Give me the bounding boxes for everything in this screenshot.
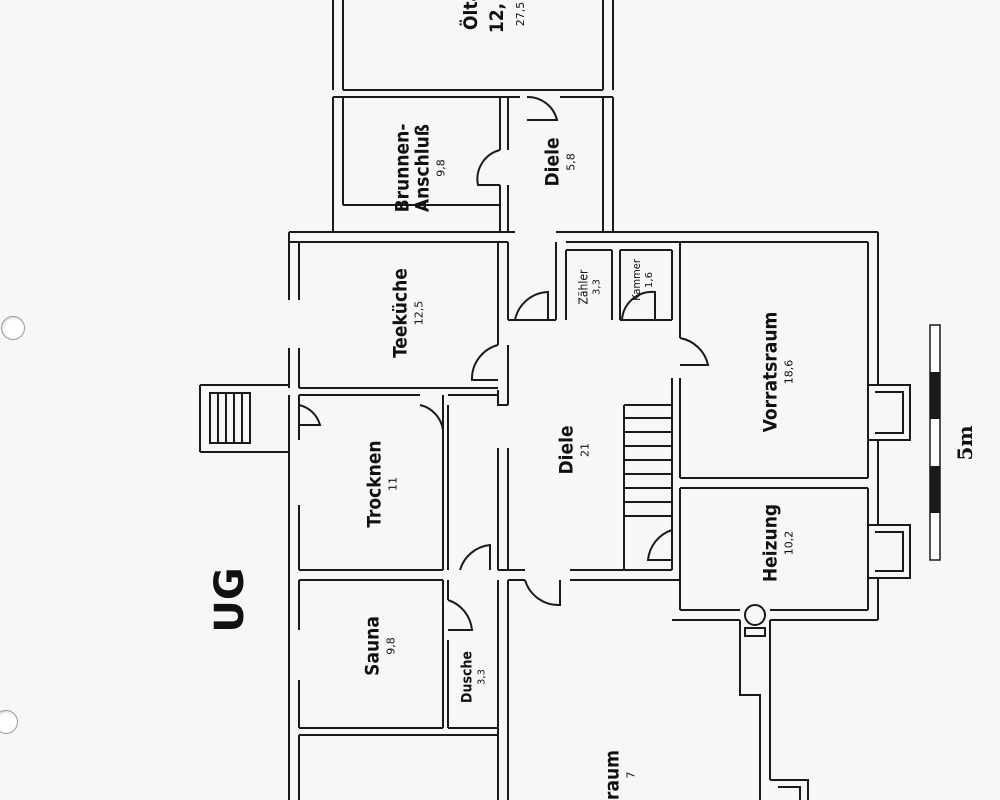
window <box>770 779 809 800</box>
room-name: Zähler <box>576 269 591 305</box>
room-area: 12, <box>486 2 509 34</box>
room-name: Teeküche <box>389 268 412 358</box>
room-name: Diele <box>541 137 564 187</box>
window <box>875 531 904 572</box>
chimney <box>744 604 766 626</box>
door-swing <box>298 404 322 426</box>
room-oeltank-extra: 27,5 <box>513 2 527 27</box>
binder-hole-bottom <box>0 710 18 734</box>
door-swing <box>476 149 501 186</box>
room-area: 1,6 <box>643 272 655 288</box>
wall <box>739 620 761 800</box>
door-swing <box>679 337 710 366</box>
chimney-base <box>744 627 766 637</box>
door-swing <box>514 290 549 321</box>
window <box>778 786 801 800</box>
scale-bar <box>929 324 941 561</box>
room-name: Brunnen- Anschluß <box>391 123 434 213</box>
room-diele-top: Diele 5,8 <box>541 137 578 187</box>
level-label: UG <box>207 567 253 633</box>
room-dusche: Dusche 3,3 <box>459 651 488 703</box>
room-name: Dusche <box>459 651 476 703</box>
room-name: Diele <box>555 425 578 475</box>
door-swing <box>419 404 444 431</box>
scale-label: 5m <box>953 425 977 461</box>
room-kammer: Kammer 1,6 <box>629 259 655 301</box>
door-swing <box>526 95 559 121</box>
door-swing <box>459 543 491 571</box>
room-area: 11 <box>386 477 400 492</box>
room-area: 5,8 <box>564 153 578 171</box>
room-area: 7 <box>624 771 638 779</box>
room-vorratsraum: Vorratsraum 18,6 <box>759 311 796 433</box>
wall <box>497 390 508 406</box>
door-swing <box>524 579 561 607</box>
room-brunnen: Brunnen- Anschluß 9,8 <box>391 123 448 213</box>
room-area: 3,3 <box>476 669 488 685</box>
room-name: Kammer <box>629 259 643 301</box>
room-name: Ölta <box>460 0 483 31</box>
entrance-steps <box>217 393 243 443</box>
door-swing <box>646 529 673 561</box>
room-area: 12,5 <box>412 300 426 326</box>
room-area-extra: 27,5 <box>514 1 528 27</box>
room-sauna: Sauna 9,8 <box>361 616 398 676</box>
room-teekueche: Teeküche 12,5 <box>389 268 426 358</box>
room-zaehler: Zähler 3,3 <box>576 269 603 305</box>
window <box>868 384 911 441</box>
room-area: 21 <box>578 443 592 458</box>
binder-hole-top <box>1 316 25 340</box>
room-raum-bottom: raum 7 <box>601 750 638 800</box>
room-area: 9,8 <box>434 159 448 177</box>
room-area: 9,8 <box>384 637 398 655</box>
room-name: Trocknen <box>363 440 386 528</box>
room-oeltank: Ölta <box>460 0 483 31</box>
window <box>868 524 911 579</box>
door-swing <box>470 344 499 381</box>
room-oeltank-area: 12, <box>486 2 509 34</box>
room-diele-main: Diele 21 <box>555 425 592 475</box>
door-swing <box>447 599 474 631</box>
room-trocknen: Trocknen 11 <box>363 440 400 528</box>
room-area: 3,3 <box>591 279 603 295</box>
door-swing <box>621 290 656 321</box>
room-name: raum <box>601 750 624 800</box>
room-area: 18,6 <box>782 359 796 385</box>
room-area: 10,2 <box>782 530 796 556</box>
room-name: Vorratsraum <box>759 311 782 433</box>
room-heizung: Heizung 10,2 <box>759 503 796 583</box>
entrance-steps <box>209 392 251 444</box>
room-name: Sauna <box>361 616 384 676</box>
room-name: Heizung <box>759 503 782 583</box>
window <box>875 391 904 434</box>
